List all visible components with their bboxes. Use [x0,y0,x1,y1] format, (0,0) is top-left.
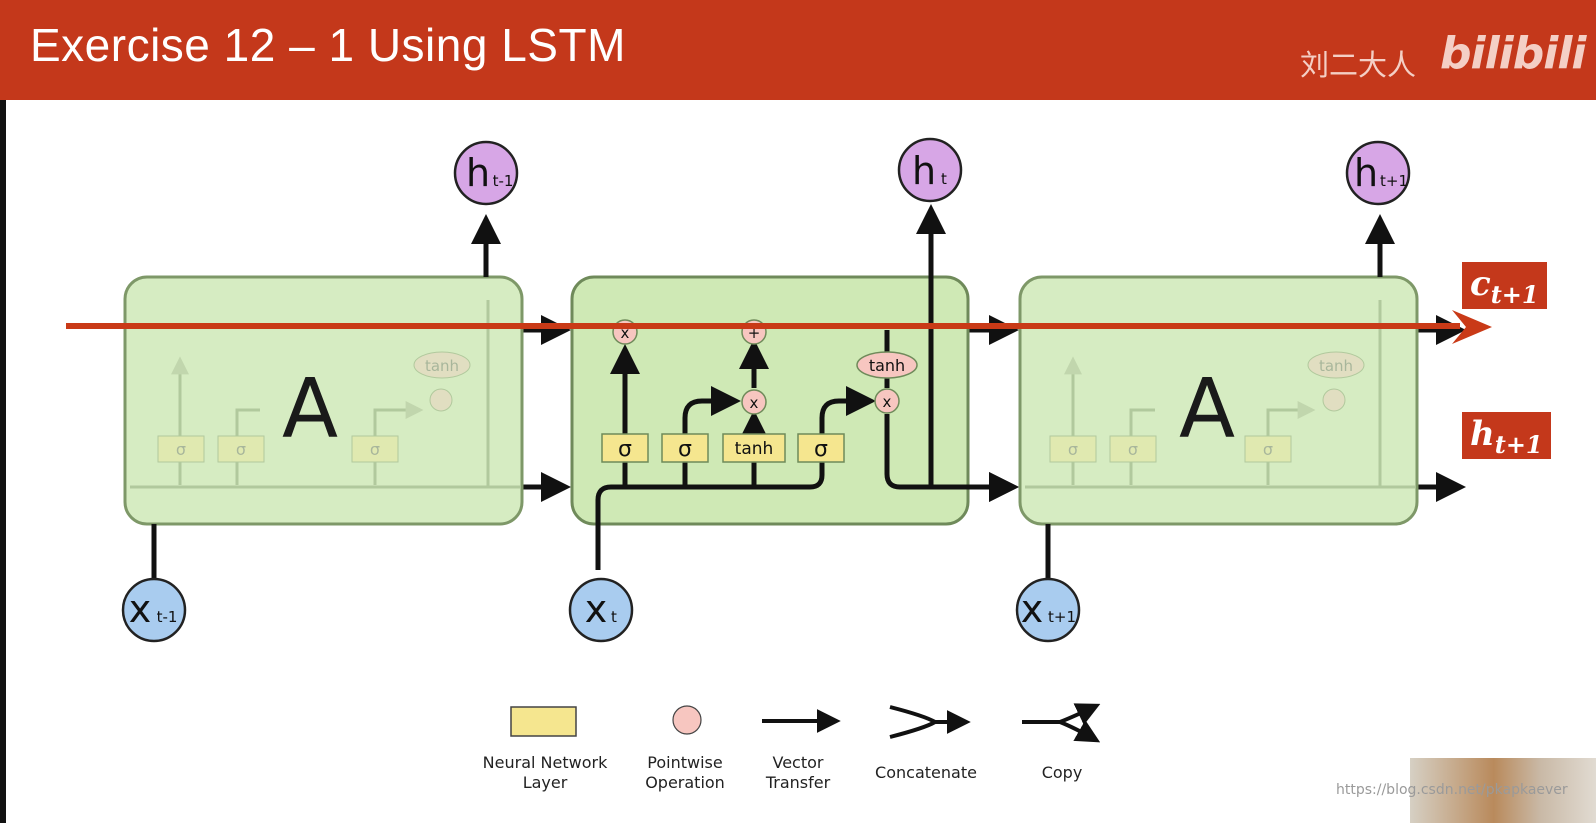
watermark-url: https://blog.csdn.net/pkapkaever [1336,782,1568,798]
node-main: h [466,151,490,195]
legend-item-concatenate: Concatenate [875,707,977,782]
node-main: h [1354,151,1378,195]
faded-gate-label: σ [236,440,246,459]
op-label: x [621,324,630,342]
output-node-h-t-1: h t-1 [453,140,519,206]
node-sub: t-1 [157,608,178,626]
annotation-c-t+1: ct+1 [1462,262,1547,309]
node-sub: t+1 [1380,172,1408,190]
svg-text:Pointwise: Pointwise [647,753,722,772]
svg-text:Operation: Operation [645,773,725,792]
window-edge [0,100,6,823]
io-stems [151,214,1395,578]
input-gate-box [661,433,709,463]
node-sub: t-1 [493,172,514,190]
svg-text:Transfer: Transfer [765,773,831,792]
title-bar: Exercise 12 – 1 Using LSTM 刘二大人 bilibili [0,0,1596,100]
merge-arrow-icon [889,707,966,737]
slide-title: Exercise 12 – 1 Using LSTM [30,19,626,71]
svg-text:Copy: Copy [1042,763,1083,782]
output-node-h-t: h t [897,137,963,203]
gate-label: σ [814,437,828,462]
node-main: x [585,587,608,631]
bilibili-logo: bilibili [1440,28,1586,79]
input-multiply-op [741,389,767,415]
node-sub: t+1 [1048,608,1076,626]
candidate-gate-box [722,433,786,463]
lstm-cell-middle: σ σ tanh σ x + x x tanh [570,204,1019,570]
gate-label: σ [618,437,632,462]
svg-text:Layer: Layer [523,773,568,792]
tanh-op [856,351,918,379]
op-label: x [883,393,892,411]
lstm-cell-right: σ σ σ tanh A [1018,275,1419,526]
cell-state-highlight-arrow [66,310,1492,344]
yellow-rect-icon [510,706,577,737]
webcam-thumbnail [1410,758,1596,823]
gate-label: tanh [735,439,774,459]
legend-item-pointwise-operation: Pointwise Operation [645,705,725,792]
pink-circle-icon [672,705,702,735]
faded-internals-right: σ σ σ tanh [1025,300,1415,489]
forget-gate-box [601,433,649,463]
lstm-cell-left: σ σ σ tanh A [123,275,524,526]
output-gate-box [797,433,845,463]
output-node-h-t+1: h t+1 [1345,140,1411,206]
node-sub: t [611,608,617,626]
node-main: h [912,149,936,193]
legend-item-neural-network-layer: Neural Network Layer [483,706,608,792]
faded-gate-label: σ [1128,440,1138,459]
cell-label: A [1179,362,1235,457]
cell-label: A [282,362,338,457]
svg-text:Vector: Vector [773,753,824,772]
svg-text:Concatenate: Concatenate [875,763,977,782]
faded-gate-label: σ [1263,440,1273,459]
legend-item-copy: Copy [1022,703,1101,782]
node-main: x [1021,587,1044,631]
faded-gate-label: σ [1068,440,1078,459]
faded-tanh-label: tanh [1319,357,1353,375]
legend: Neural Network Layer Pointwise Operation… [483,703,1101,792]
author-brand: 刘二大人 [1300,48,1417,82]
node-sub: t [941,170,947,188]
svg-text:Neural Network: Neural Network [483,753,608,772]
tanh-op-label: tanh [869,356,905,375]
gate-label: σ [678,437,692,462]
input-node-x-t: x t [568,577,634,643]
legend-item-vector-transfer: Vector Transfer [762,709,841,792]
split-arrow-icon [1022,703,1101,726]
faded-tanh-label: tanh [425,357,459,375]
faded-internals-left: σ σ σ tanh [130,300,520,489]
concat-path [595,386,876,570]
faded-gate-label: σ [176,440,186,459]
op-label: x [750,394,759,412]
input-node-x-t+1: x t+1 [1015,577,1081,643]
input-node-x-t-1: x t-1 [121,577,187,643]
faded-gate-label: σ [370,440,380,459]
output-multiply-op [874,388,900,414]
node-main: x [129,587,152,631]
annotation-h-t+1: ht+1 [1462,412,1551,459]
